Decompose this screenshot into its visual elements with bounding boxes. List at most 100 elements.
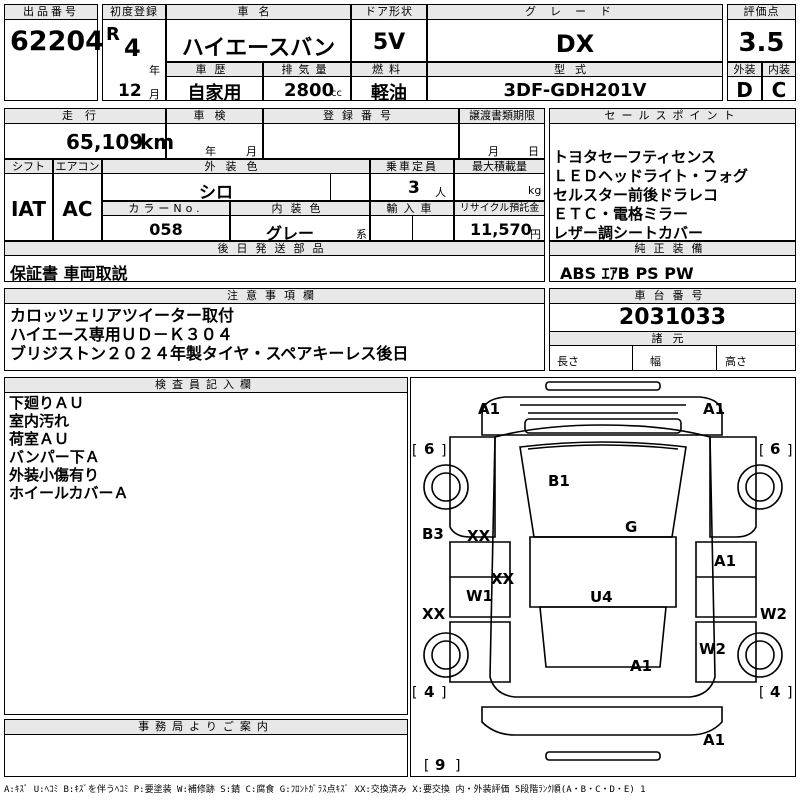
transfer-label: 譲渡書類期限 [459,108,545,124]
note-item: カロッツェリアツイーター取付 [10,306,235,325]
height-label: 高さ [725,355,747,368]
windshield [527,444,679,450]
tire-front-right: 6 [770,440,781,458]
recycle-fee: 11,570 [470,220,532,239]
front-right-tire [737,464,783,510]
front-bumper [481,396,723,436]
displacement: 2800 [284,80,335,101]
transfer-day-unit: 日 [528,145,539,158]
first-registration-label: 初度登録 [102,4,166,20]
tire-rear-left: 4 [424,683,435,701]
shift-label: シフト [4,159,53,174]
color-label: 外装色 [102,159,370,174]
front-left-door [449,436,496,538]
interior-color-label: 内装色 [230,201,370,216]
front-right-tire-inner [745,472,775,502]
sales-point-item: セルスター前後ドラレコ [553,186,719,204]
tire-bracket-rr-close: ] [786,685,794,701]
tire-bracket-spare-close: ] [454,758,462,774]
mark-g: G [625,518,638,536]
equipment-label: 純正装備 [549,241,796,256]
import-divider [412,216,413,241]
interior-color-unit: 系 [356,228,367,241]
color-divider [330,174,331,201]
front-bumper-inner [520,404,686,414]
later-parts-label: 後日発送部品 [4,241,545,256]
era: R [106,24,120,45]
office-label: 事務局よりご案内 [4,719,408,735]
mark-a1-front-left: A1 [478,400,501,418]
notes-label: 注意事項欄 [4,288,545,304]
ac: AC [62,197,93,221]
capacity-unit: 人 [435,186,446,199]
transfer-month-unit: 月 [488,145,499,158]
rear-bumper [481,706,723,736]
mark-w2: W2 [699,640,726,658]
registration-month: 12 [118,81,142,101]
lot-number: 62204 [10,26,104,57]
front-left-tire-inner [431,472,461,502]
tire-front-left: 6 [424,440,435,458]
dims-divider-2 [716,346,717,371]
tire-bracket-rl: [ [410,685,418,701]
front-right-door [709,436,757,538]
right-side [695,541,757,618]
sales-point-item: レザー調シートカバー [553,224,704,242]
tire-bracket-rr: [ [757,685,765,701]
right-rear-side [695,621,757,683]
mark-xx-mid: XX [491,570,515,588]
shift: IAT [10,197,46,221]
car-name: ハイエースバン [181,36,336,61]
recycle-label: リサイクル預託金 [454,201,545,216]
later-parts: 保証書 車両取説 [10,264,128,283]
mileage-label: 走行 [4,108,166,124]
equipment: ABS ｴｱB PS PW [560,264,694,283]
fuel-label: 燃料 [351,62,427,77]
dims-divider-1 [632,346,633,371]
grade-label: グレード [427,4,723,20]
car-name-label: 車名 [166,4,351,20]
tire-bracket-spare: [ [422,758,430,774]
front-left-tire [423,464,469,510]
roof [529,536,677,608]
width-label: 幅 [650,355,661,368]
inspection-label: 車検 [166,108,263,124]
car-diagram-box [410,377,796,777]
color: シロ [199,183,233,203]
capacity: 3 [408,178,420,198]
tire-bracket-rl-close: ] [440,685,448,701]
tire-bracket-fr: [ [757,443,765,459]
mark-w2-side: W2 [760,605,787,623]
rear-right-tire [737,632,783,678]
mark-xx-left: XX [467,527,491,545]
interior-grade: C [771,78,787,102]
tire-bracket-fl: [ [410,443,418,459]
mark-a1-right: A1 [714,552,737,570]
grade: DX [555,30,595,58]
length-label: 長さ [557,355,579,368]
chassis-label: 車台番号 [549,288,796,304]
rear-right-tire-inner [745,640,775,670]
legend: A:ｷｽﾞ U:ﾍｺﾐ B:ｷｽﾞを伴うﾍｺﾐ P:要塗装 W:補修跡 S:錆 … [4,785,646,795]
rear-panel [539,606,667,668]
tire-bracket-fr-close: ] [786,443,794,459]
interior-color: グレー [265,224,314,243]
tire-bracket-fl-close: ] [440,443,448,459]
model-code: 3DF-GDH201V [503,80,647,101]
interior-label: 内装 [762,62,796,77]
note-item: ハイエース専用ＵＤ－Ｋ３０４ [10,325,233,344]
mark-b1: B1 [548,472,570,490]
door-type: 5V [372,30,406,55]
tire-rear-right: 4 [770,683,781,701]
exterior-grade: D [736,78,753,102]
inspector-item: 下廻りＡＵ [9,394,85,412]
history-label: 車歴 [166,62,263,77]
lot-number-label: 出品番号 [4,4,98,20]
exterior-label: 外装 [727,62,762,77]
sales-points-label: セールスポイント [549,108,796,124]
left-side [449,541,511,618]
import-label: 輸入車 [370,201,454,216]
inspector-label: 検査員記入欄 [4,377,408,393]
mark-a1-front-right: A1 [703,400,726,418]
sales-point-item: トヨタセーフティセンス [553,148,716,166]
